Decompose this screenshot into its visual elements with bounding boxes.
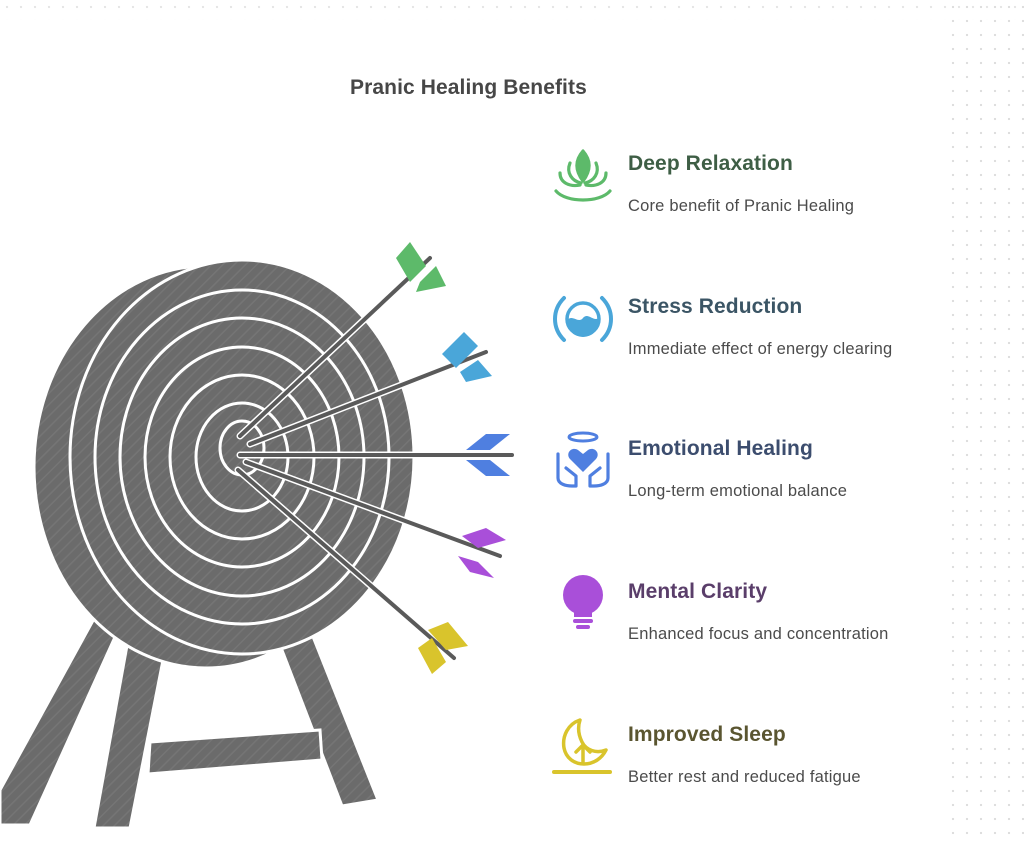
benefit-description: Immediate effect of energy clearing (628, 340, 893, 358)
page-title: Pranic Healing Benefits (350, 76, 587, 99)
benefit-emotional-healing: Emotional Healing Long-term emotional ba… (552, 430, 952, 520)
target-illustration (0, 242, 516, 830)
benefit-improved-sleep: Improved Sleep Better rest and reduced f… (552, 716, 952, 806)
target-stand (0, 613, 381, 830)
benefit-description: Core benefit of Pranic Healing (628, 197, 855, 215)
lightbulb-icon (563, 575, 603, 629)
dot-grid-right (946, 0, 1024, 845)
benefit-title: Emotional Healing (628, 437, 813, 460)
calm-wave-icon (553, 296, 613, 342)
arrow-blue (236, 434, 516, 476)
target-board (32, 258, 416, 670)
benefit-title: Improved Sleep (628, 723, 786, 746)
benefit-title: Mental Clarity (628, 580, 768, 603)
arrow-yellow (234, 466, 468, 674)
benefit-description: Better rest and reduced fatigue (628, 768, 861, 786)
benefit-deep-relaxation: Deep Relaxation Core benefit of Pranic H… (552, 145, 952, 235)
arrow-green (236, 242, 446, 440)
benefit-title: Stress Reduction (628, 295, 803, 318)
benefit-title: Deep Relaxation (628, 152, 793, 175)
lotus-icon (554, 149, 612, 202)
arrow-sky-blue (246, 332, 492, 448)
benefit-stress-reduction: Stress Reduction Immediate effect of ene… (552, 288, 952, 378)
arrow-purple (242, 458, 506, 578)
benefit-description: Enhanced focus and concentration (628, 625, 889, 643)
dot-grid-top (0, 0, 1024, 20)
benefit-mental-clarity: Mental Clarity Enhanced focus and concen… (552, 573, 952, 663)
halo-heart-hands-icon (556, 431, 610, 488)
benefit-description: Long-term emotional balance (628, 482, 848, 500)
moon-sunrise-icon (552, 718, 612, 774)
